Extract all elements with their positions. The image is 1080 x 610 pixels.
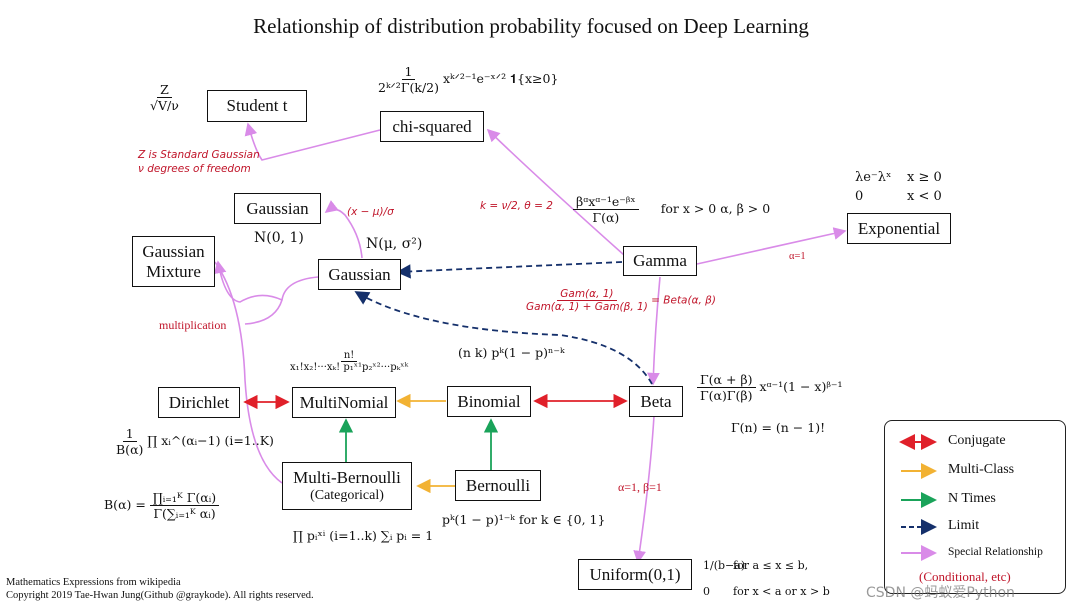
- formula-student-t: Z√V/ν: [150, 82, 179, 113]
- multinomial-num: n!: [340, 350, 358, 362]
- beta-den: Γ(α)Γ(β): [699, 388, 753, 403]
- uniform-row2-a: 0: [703, 585, 710, 598]
- gamma-cond: for x > 0 α, β > 0: [660, 201, 771, 216]
- legend-note: (Conditional, etc): [919, 569, 1011, 584]
- footer: Mathematics Expressions from wikipedia C…: [6, 576, 314, 602]
- node-bernoulli: Bernoulli: [455, 470, 541, 501]
- watermark: CSDN @蚂蚁爱Python: [866, 585, 1015, 601]
- student-t-den: √V/ν: [150, 98, 179, 113]
- dirichlet-rest: ∏ xᵢ^(αᵢ−1) (i=1..K): [147, 433, 274, 448]
- formula-categorical: ∏ pᵢˣⁱ (i=1..k) ∑ᵢ pᵢ = 1: [293, 528, 434, 543]
- annotation-multiplication: multiplication: [159, 318, 227, 332]
- edge-beta-to-gaussian-limit: [354, 291, 653, 385]
- beta-rest: xᵅ⁻¹(1 − x)ᵝ⁻¹: [759, 379, 843, 394]
- formula-multinomial: n!x₁!x₂!···xₖ! p₁ˣ¹p₂ˣ²···pₖˣᵏ: [290, 350, 408, 373]
- beta-num: Γ(α + β): [697, 372, 756, 388]
- exp-row1-b: x ≥ 0: [907, 170, 942, 185]
- node-beta: Beta: [629, 386, 683, 417]
- edge-mixture-up: [213, 260, 283, 303]
- node-dirichlet: Dirichlet: [158, 387, 240, 418]
- categorical-label: (Categorical): [310, 487, 384, 503]
- annotation-alpha-one: α=1: [789, 251, 806, 262]
- dirichlet-num: 1: [122, 426, 137, 442]
- beta-from-gamma-den: Gam(α, 1) + Gam(β, 1): [526, 301, 648, 313]
- formula-gaussian-standard: N(0, 1): [254, 230, 304, 246]
- edge-chi-to-student: [244, 122, 381, 161]
- uniform-row2-b: for x < a or x > b: [733, 585, 830, 598]
- formula-gamma-function: Γ(n) = (n − 1)!: [731, 420, 826, 435]
- annotation-uniform-cond: α=1, β=1: [618, 480, 662, 494]
- node-gaussian: Gaussian: [318, 259, 401, 290]
- formula-gaussian: N(μ, σ²): [366, 236, 423, 252]
- beta-fn-den: Γ(∑ᵢ₌₁ᴷ αᵢ): [153, 506, 216, 521]
- beta-from-gamma-num: Gam(α, 1): [557, 288, 617, 301]
- node-chi-squared: chi-squared: [380, 111, 484, 142]
- beta-fn-num: ∏ᵢ₌₁ᴷ Γ(αᵢ): [149, 490, 220, 506]
- uniform-row1-b: for a ≤ x ≤ b,: [733, 559, 809, 572]
- uniform-row1-a: 1/(b−a): [703, 559, 746, 572]
- footer-line1: Mathematics Expressions from wikipedia: [6, 577, 181, 588]
- chi-rest: xᵏᐟ²⁻¹e⁻ˣᐟ² 𝟏{x≥0}: [442, 71, 559, 86]
- multinomial-den: x₁!x₂!···xₖ! p₁ˣ¹p₂ˣ²···pₖˣᵏ: [290, 362, 409, 373]
- annotation-chi-from-gamma: k = ν/2, θ = 2: [480, 200, 553, 212]
- edge-gaussian-standardize: [324, 200, 363, 259]
- legend-item-limit: Limit: [948, 518, 980, 533]
- legend-item-conjugate: Conjugate: [948, 433, 1006, 448]
- node-multinomial: MultiNomial: [292, 387, 396, 418]
- node-student-t: Student t: [207, 90, 307, 122]
- dirichlet-den: B(α): [116, 442, 144, 457]
- formula-binomial: (n k) pᵏ(1 − p)ⁿ⁻ᵏ: [458, 345, 565, 360]
- beta-fn-lhs: B(α) =: [104, 497, 146, 512]
- legend-item-n-times: N Times: [948, 491, 996, 506]
- multi-bernoulli-label: Multi-Bernoulli: [293, 468, 401, 488]
- exp-row2-a: 0: [855, 189, 864, 204]
- formula-exponential: λe⁻λˣ x ≥ 0 0 x < 0: [855, 168, 942, 206]
- legend: Conjugate Multi-Class N Times Limit Spec…: [884, 420, 1066, 594]
- node-gaussian-standard: Gaussian: [234, 193, 321, 224]
- edge-gamma-to-gaussian-limit: [396, 261, 623, 279]
- legend-item-multi-class: Multi-Class: [948, 462, 1015, 477]
- footer-line2: Copyright 2019 Tae-Hwan Jung(Github @gra…: [6, 590, 314, 601]
- legend-swatches: [899, 434, 937, 561]
- formula-beta-function: B(α) = ∏ᵢ₌₁ᴷ Γ(αᵢ)Γ(∑ᵢ₌₁ᴷ αᵢ): [104, 490, 220, 521]
- edge-gamma-to-chi: [486, 128, 625, 256]
- edge-multibernoulli-to-mixture: [214, 261, 283, 484]
- chi-den: 2ᵏᐟ²Γ(k/2): [378, 80, 439, 95]
- formula-beta: Γ(α + β)Γ(α)Γ(β) xᵅ⁻¹(1 − x)ᵝ⁻¹: [697, 372, 843, 403]
- gamma-num: βᵅxᵅ⁻¹e⁻ᵝˣ: [573, 194, 639, 210]
- student-t-num: Z: [157, 82, 172, 98]
- legend-item-special: Special Relationship: [948, 546, 1043, 558]
- formula-bernoulli: pᵏ(1 − p)¹⁻ᵏ for k ∈ {0, 1}: [442, 512, 606, 527]
- edge-beta-to-uniform: [633, 415, 655, 564]
- z-note-line1: Z is Standard Gaussian: [138, 149, 260, 161]
- node-gaussian-mixture: Gaussian Mixture: [132, 236, 215, 287]
- chi-num: 1: [401, 64, 416, 80]
- node-exponential: Exponential: [847, 213, 951, 244]
- gamma-den: Γ(α): [592, 210, 620, 225]
- annotation-standardize: (x − μ)/σ: [347, 206, 394, 218]
- node-gamma: Gamma: [623, 246, 697, 276]
- annotation-beta-from-gamma: Gam(α, 1)Gam(α, 1) + Gam(β, 1) = Beta(α,…: [526, 288, 716, 313]
- diagram-title: Relationship of distribution probability…: [253, 14, 809, 38]
- node-binomial: Binomial: [447, 386, 531, 417]
- node-multi-bernoulli: Multi-Bernoulli (Categorical): [282, 462, 412, 510]
- exp-row1-a: λe⁻λˣ: [855, 170, 892, 185]
- formula-uniform: 1/(b−a)for a ≤ x ≤ b, 0 for x < a or x > …: [703, 553, 830, 605]
- edge-gamma-to-exponential: [696, 227, 847, 265]
- annotation-student-t-note: Z is Standard Gaussian ν degrees of free…: [138, 148, 260, 176]
- z-note-line2: ν degrees of freedom: [138, 163, 251, 175]
- exp-row2-b: x < 0: [907, 189, 942, 204]
- beta-from-gamma-rhs: = Beta(α, β): [651, 294, 716, 307]
- edge-gamma-to-beta: [647, 276, 661, 386]
- node-uniform: Uniform(0,1): [578, 559, 692, 590]
